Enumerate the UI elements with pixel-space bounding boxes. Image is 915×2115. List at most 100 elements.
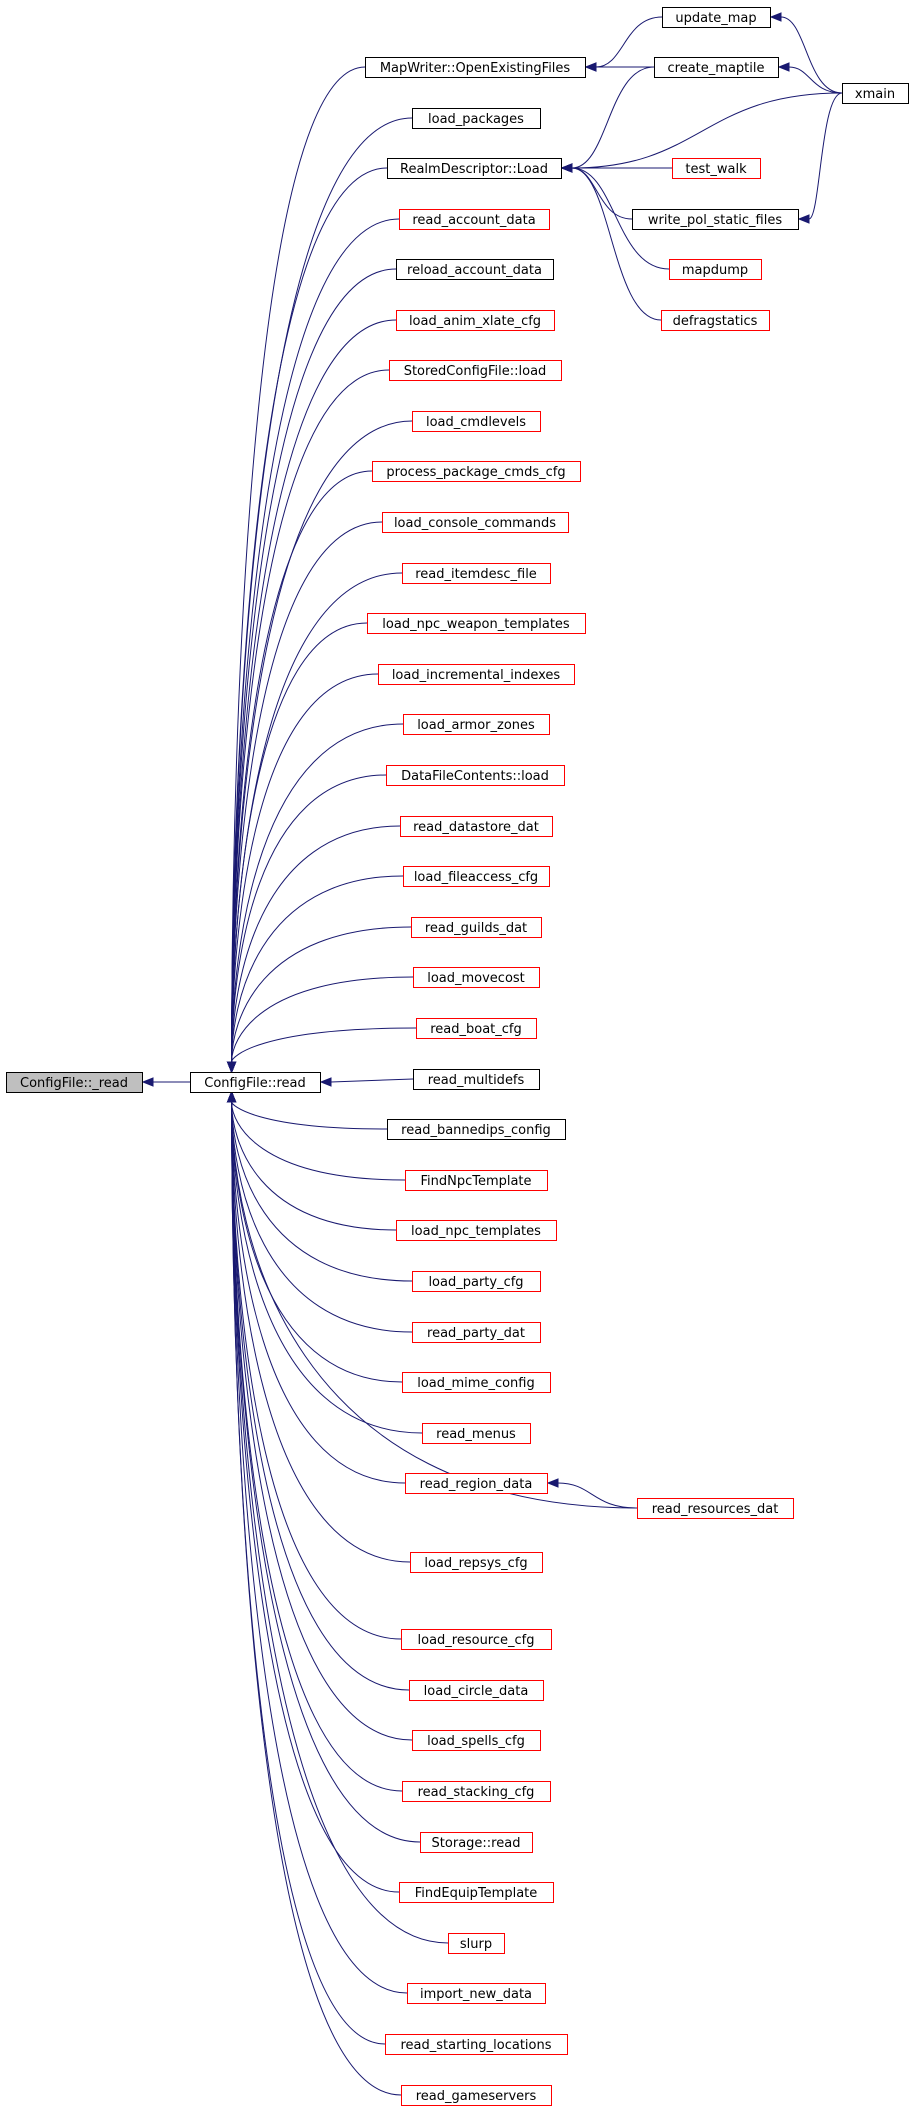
node-box — [387, 158, 562, 179]
edge-load-incremental-indexes-to-cf-read — [231, 673, 379, 1063]
node-load-repsys-cfg[interactable]: load_repsys_cfg — [410, 1552, 543, 1573]
node-load-npc-templates[interactable]: load_npc_templates — [396, 1220, 557, 1241]
node-cf-read-priv: ConfigFile::_read — [6, 1072, 143, 1093]
node-mw-open[interactable]: MapWriter::OpenExistingFiles — [365, 57, 586, 78]
node-read-resources-dat[interactable]: read_resources_dat — [637, 1498, 794, 1519]
node-box — [448, 1933, 505, 1954]
node-load-npc-weapon-templates[interactable]: load_npc_weapon_templates — [367, 613, 586, 634]
node-read-region-data[interactable]: read_region_data — [405, 1473, 548, 1494]
node-label: FindEquipTemplate — [415, 1886, 538, 1901]
node-cf-read[interactable]: ConfigFile::read — [190, 1072, 321, 1093]
node-load-resource-cfg[interactable]: load_resource_cfg — [401, 1629, 552, 1650]
node-load-movecost[interactable]: load_movecost — [413, 967, 540, 988]
node-box — [402, 1372, 551, 1393]
node-load-spells-cfg[interactable]: load_spells_cfg — [412, 1730, 541, 1751]
node-label: import_new_data — [420, 1987, 532, 2002]
edge-storage-read-to-cf-read — [231, 1101, 421, 1843]
node-box — [382, 512, 569, 533]
node-read-bannedips-config[interactable]: read_bannedips_config — [387, 1119, 566, 1140]
node-find-npc-template[interactable]: FindNpcTemplate — [405, 1170, 548, 1191]
node-label: read_boat_cfg — [430, 1022, 522, 1037]
node-defragstatics[interactable]: defragstatics — [661, 310, 770, 331]
edge-mapdump-to-realm-load — [571, 167, 670, 270]
node-box — [401, 2085, 552, 2106]
node-label: FindNpcTemplate — [420, 1174, 531, 1189]
node-read-stacking-cfg[interactable]: read_stacking_cfg — [402, 1781, 551, 1802]
node-read-gameservers[interactable]: read_gameservers — [401, 2085, 552, 2106]
edge-read-boat-cfg-to-cf-read-arrowhead — [226, 1061, 237, 1074]
node-label: load_party_cfg — [428, 1275, 523, 1290]
node-create-maptile[interactable]: create_maptile — [654, 57, 779, 78]
node-load-armor-zones[interactable]: load_armor_zones — [403, 714, 550, 735]
node-test-walk[interactable]: test_walk — [672, 158, 761, 179]
node-label: load_npc_weapon_templates — [382, 617, 570, 632]
node-reload-account-data[interactable]: reload_account_data — [396, 259, 554, 280]
node-box — [412, 1730, 541, 1751]
node-label: load_mime_config — [417, 1376, 535, 1391]
node-realm-load[interactable]: RealmDescriptor::Load — [387, 158, 562, 179]
edge-stored-cfg-load-to-cf-read — [231, 369, 390, 1063]
node-box — [412, 108, 541, 129]
node-box — [400, 816, 553, 837]
node-datafile-load[interactable]: DataFileContents::load — [386, 765, 565, 786]
node-box — [386, 765, 565, 786]
node-label: read_starting_locations — [400, 2038, 551, 2053]
node-label: reload_account_data — [407, 263, 542, 278]
node-load-party-cfg[interactable]: load_party_cfg — [412, 1271, 541, 1292]
node-read-account-data[interactable]: read_account_data — [399, 209, 550, 230]
edge-read-region-data-to-cf-read — [231, 1101, 406, 1484]
node-update-map[interactable]: update_map — [662, 7, 771, 28]
node-read-starting-locations[interactable]: read_starting_locations — [385, 2034, 568, 2055]
node-read-multidefs[interactable]: read_multidefs — [413, 1069, 540, 1090]
node-write-pol-static-files[interactable]: write_pol_static_files — [632, 209, 799, 230]
node-box — [409, 1680, 544, 1701]
node-label: read_region_data — [420, 1477, 533, 1492]
node-load-packages[interactable]: load_packages — [412, 108, 541, 129]
edge-reload-account-data-to-cf-read — [231, 268, 397, 1063]
edge-load-movecost-to-cf-read — [231, 976, 414, 1063]
edge-read-boat-cfg-to-cf-read — [231, 1027, 417, 1063]
node-xmain[interactable]: xmain — [842, 83, 909, 104]
node-label: create_maptile — [668, 61, 765, 76]
node-load-mime-config[interactable]: load_mime_config — [402, 1372, 551, 1393]
node-read-party-dat[interactable]: read_party_dat — [412, 1322, 541, 1343]
node-import-new-data[interactable]: import_new_data — [407, 1983, 546, 2004]
node-box — [637, 1498, 794, 1519]
edge-load-console-commands-to-cf-read — [231, 521, 383, 1063]
edge-mw-open-to-cf-read — [231, 66, 366, 1063]
node-load-cmdlevels[interactable]: load_cmdlevels — [412, 411, 541, 432]
edge-read-stacking-cfg-to-cf-read — [231, 1101, 403, 1792]
node-label: read_datastore_dat — [413, 820, 539, 835]
node-box — [405, 1170, 548, 1191]
node-load-fileaccess-cfg[interactable]: load_fileaccess_cfg — [403, 866, 550, 887]
node-process-package-cmds-cfg[interactable]: process_package_cmds_cfg — [372, 461, 581, 482]
edges-layer — [141, 12, 843, 2096]
node-storage-read[interactable]: Storage::read — [420, 1832, 533, 1853]
node-box — [396, 259, 554, 280]
node-stored-cfg-load[interactable]: StoredConfigFile::load — [389, 360, 562, 381]
node-load-incremental-indexes[interactable]: load_incremental_indexes — [378, 664, 575, 685]
node-load-console-commands[interactable]: load_console_commands — [382, 512, 569, 533]
node-box — [396, 1220, 557, 1241]
node-box — [372, 461, 581, 482]
node-label: read_resources_dat — [652, 1502, 779, 1517]
node-label: read_menus — [436, 1427, 516, 1442]
node-read-guilds-dat[interactable]: read_guilds_dat — [411, 917, 542, 938]
node-box — [190, 1072, 321, 1093]
node-box — [378, 664, 575, 685]
node-box — [365, 57, 586, 78]
node-load-anim-xlate-cfg[interactable]: load_anim_xlate_cfg — [396, 310, 555, 331]
edge-read-multidefs-to-cf-read-arrowhead — [319, 1077, 332, 1087]
edge-slurp-to-cf-read — [231, 1101, 449, 1944]
node-label: load_resource_cfg — [418, 1633, 535, 1648]
node-slurp[interactable]: slurp — [448, 1933, 505, 1954]
node-read-menus[interactable]: read_menus — [422, 1423, 531, 1444]
node-load-circle-data[interactable]: load_circle_data — [409, 1680, 544, 1701]
node-read-datastore-dat[interactable]: read_datastore_dat — [400, 816, 553, 837]
node-box — [422, 1423, 531, 1444]
node-find-equip-template[interactable]: FindEquipTemplate — [399, 1882, 554, 1903]
node-box — [387, 1119, 566, 1140]
node-read-itemdesc-file[interactable]: read_itemdesc_file — [402, 563, 551, 584]
node-mapdump[interactable]: mapdump — [669, 259, 762, 280]
node-read-boat-cfg[interactable]: read_boat_cfg — [416, 1018, 537, 1039]
